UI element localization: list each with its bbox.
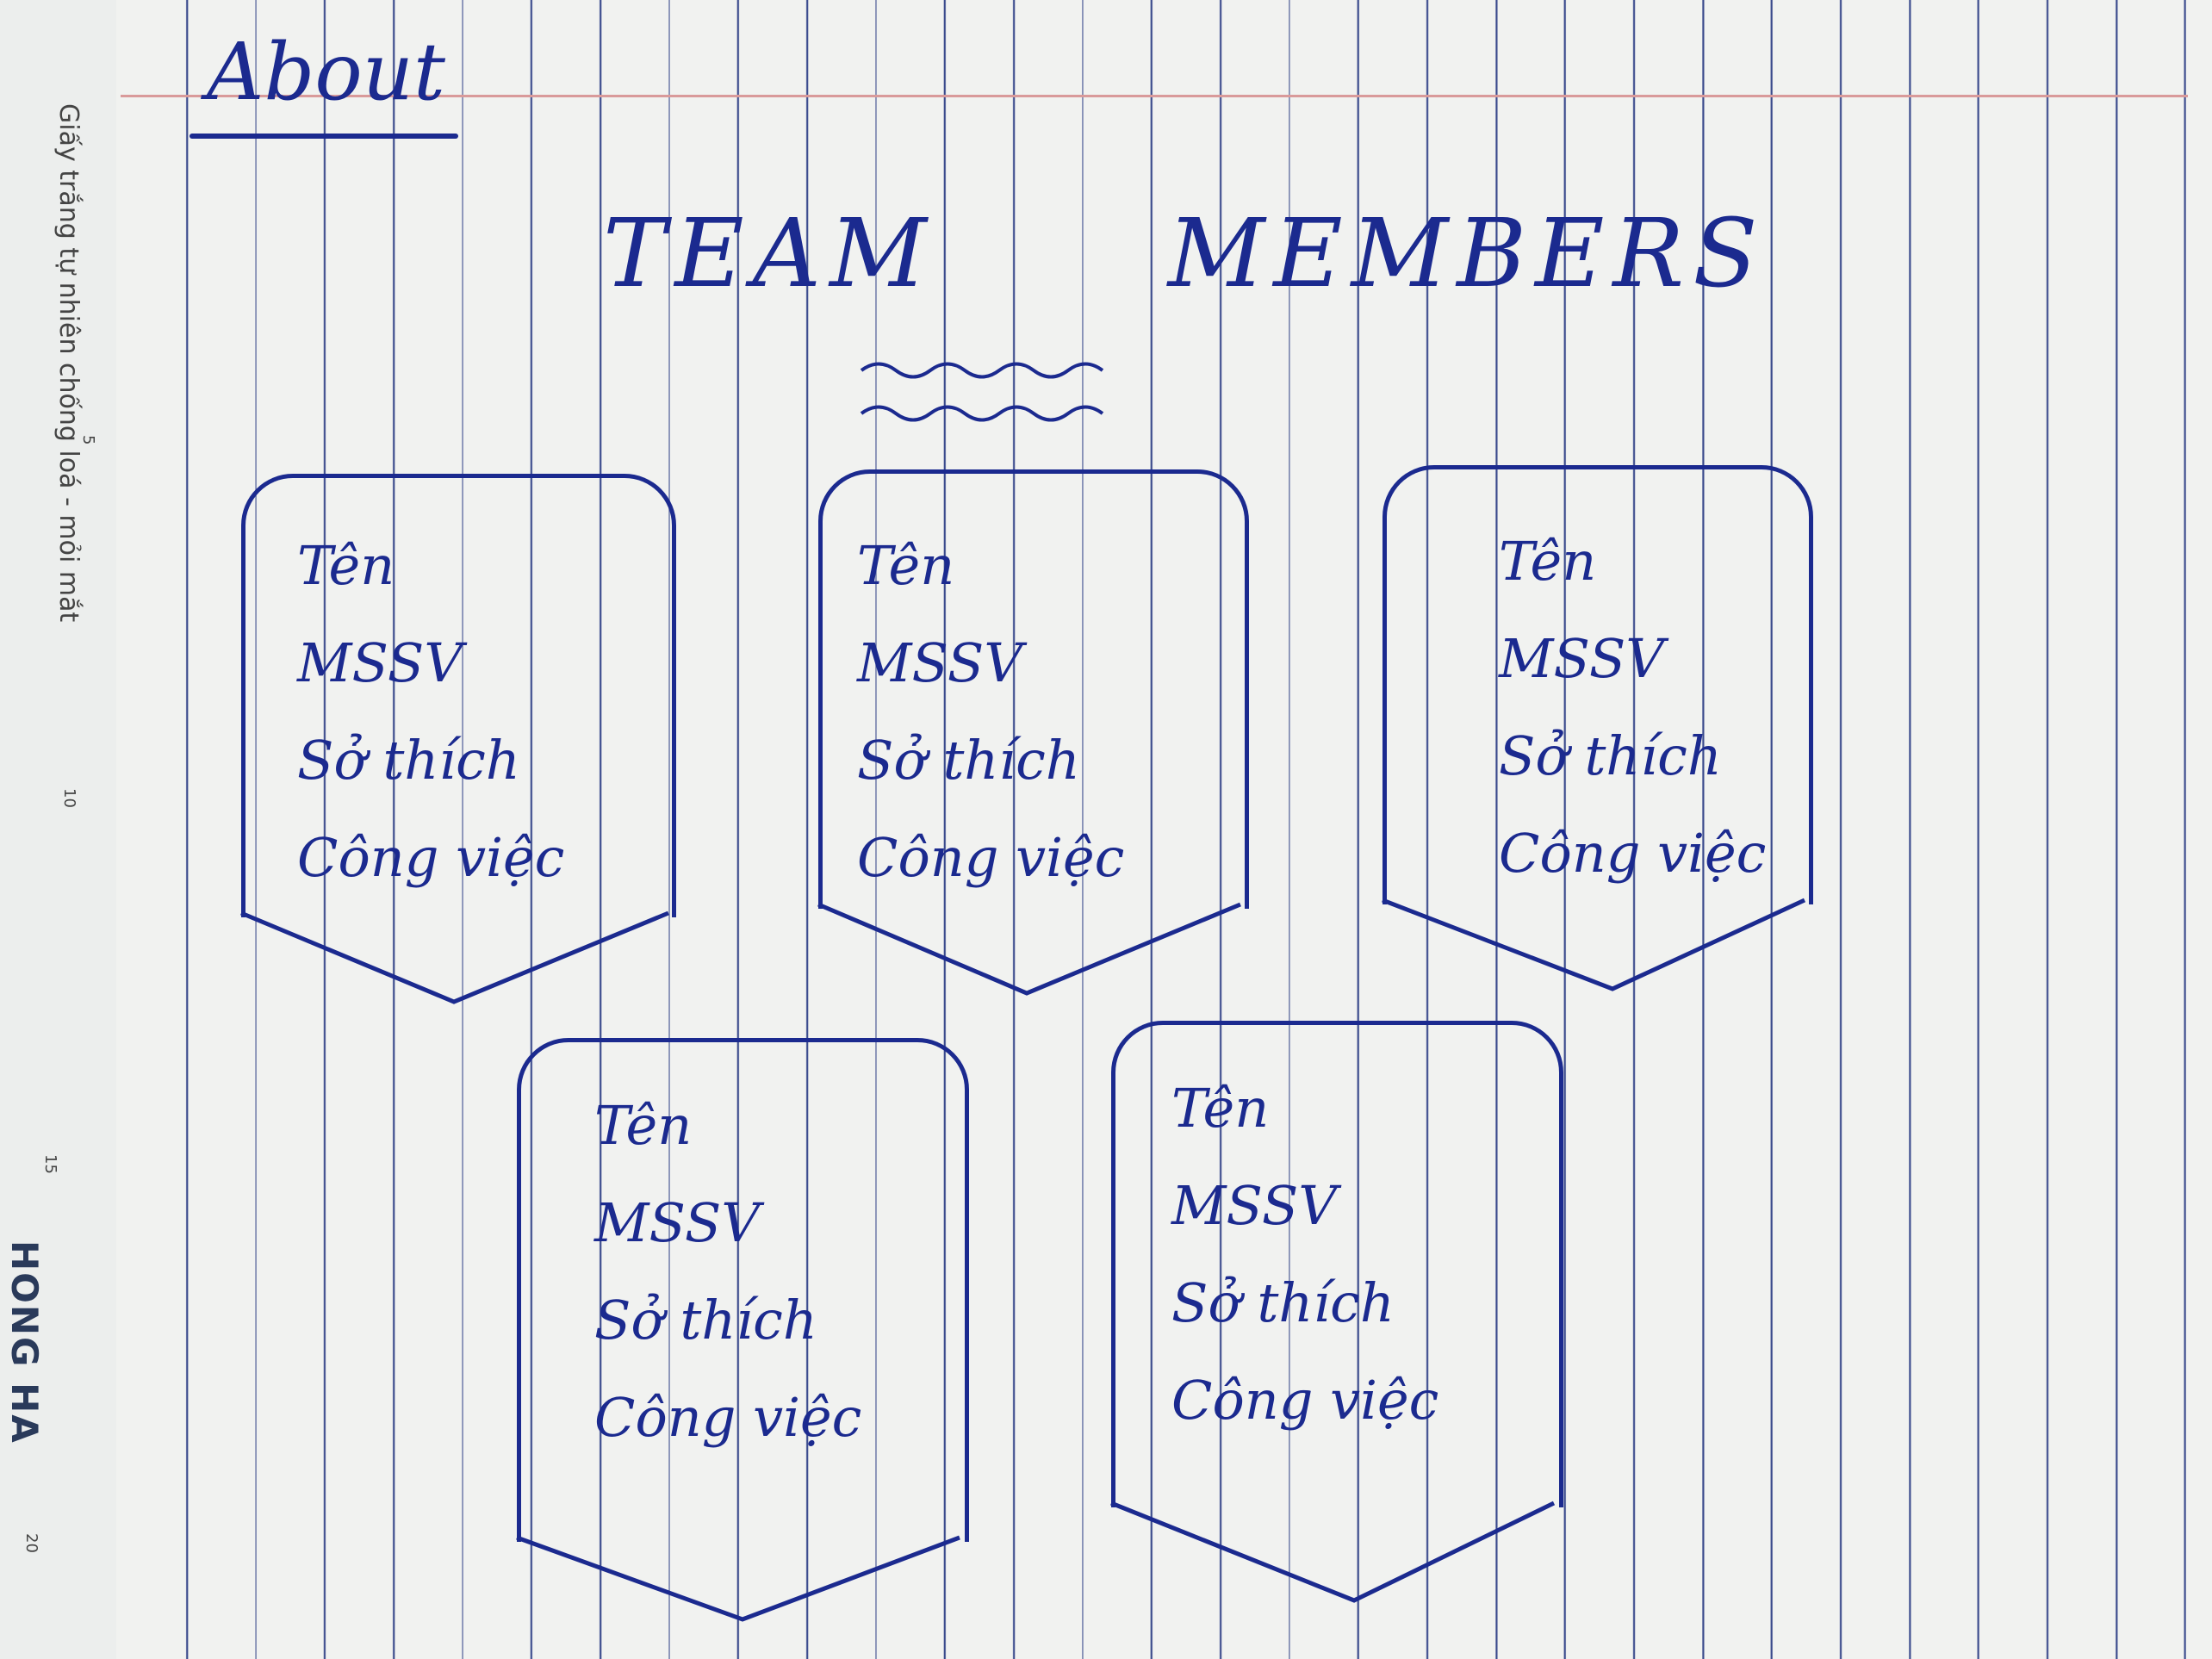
member-info: Tên MSSV Sở thích Công việc [297, 534, 564, 889]
card-point-icon [1382, 898, 1806, 991]
member-name-label: Tên [1499, 530, 1597, 593]
member-name-label: Tên [857, 534, 955, 597]
member-hobby-label: Sở thích [594, 1289, 817, 1351]
member-hobby-label: Sở thích [857, 729, 1080, 792]
page-heading: About [207, 26, 445, 118]
member-job-label: Công việc [297, 826, 565, 889]
paper-caption: Giấy trắng tự nhiên chống loá - mỏi mắt [53, 103, 84, 623]
section-title-right: MEMBERS [1167, 198, 1767, 308]
member-id-label: MSSV [1171, 1174, 1338, 1237]
card-point-icon [1110, 1501, 1556, 1603]
member-name-label: Tên [1171, 1077, 1270, 1140]
card-point-icon [240, 910, 669, 1004]
brand-logo-text: HONG HA [3, 1240, 46, 1445]
ruler-tick: 15 [41, 1154, 59, 1174]
section-title-left: TEAM [603, 198, 935, 308]
member-name-label: Tên [594, 1094, 693, 1157]
member-job-label: Công việc [594, 1386, 862, 1449]
header-rule [121, 95, 2188, 97]
member-hobby-label: Sở thích [297, 729, 520, 792]
member-id-label: MSSV [594, 1191, 761, 1254]
ruler-tick: 10 [60, 788, 78, 808]
member-id-label: MSSV [297, 631, 463, 694]
member-card[interactable] [818, 469, 1249, 909]
member-card[interactable] [241, 474, 676, 917]
member-job-label: Công việc [1171, 1369, 1439, 1432]
member-name-label: Tên [297, 534, 395, 597]
page-margin [0, 0, 116, 1659]
member-card[interactable] [517, 1038, 969, 1542]
member-id-label: MSSV [1499, 627, 1665, 690]
member-info: Tên MSSV Sở thích Công việc [594, 1094, 861, 1449]
member-job-label: Công việc [1499, 822, 1767, 885]
card-point-icon [516, 1535, 960, 1622]
member-job-label: Công việc [857, 826, 1125, 889]
heading-underline [190, 134, 458, 139]
member-card[interactable] [1382, 465, 1813, 904]
member-hobby-label: Sở thích [1499, 724, 1722, 787]
member-hobby-label: Sở thích [1171, 1271, 1395, 1334]
member-info: Tên MSSV Sở thích Công việc [1171, 1077, 1438, 1432]
member-id-label: MSSV [857, 631, 1023, 694]
ruler-tick: 20 [22, 1533, 40, 1553]
member-card[interactable] [1111, 1021, 1563, 1507]
member-info: Tên MSSV Sở thích Công việc [1499, 530, 1766, 885]
card-point-icon [817, 902, 1241, 996]
member-info: Tên MSSV Sở thích Công việc [857, 534, 1124, 889]
title-squiggle-icon [860, 362, 1104, 422]
ruler-tick: 5 [79, 435, 97, 445]
section-title: TEAM MEMBERS [603, 198, 1767, 308]
